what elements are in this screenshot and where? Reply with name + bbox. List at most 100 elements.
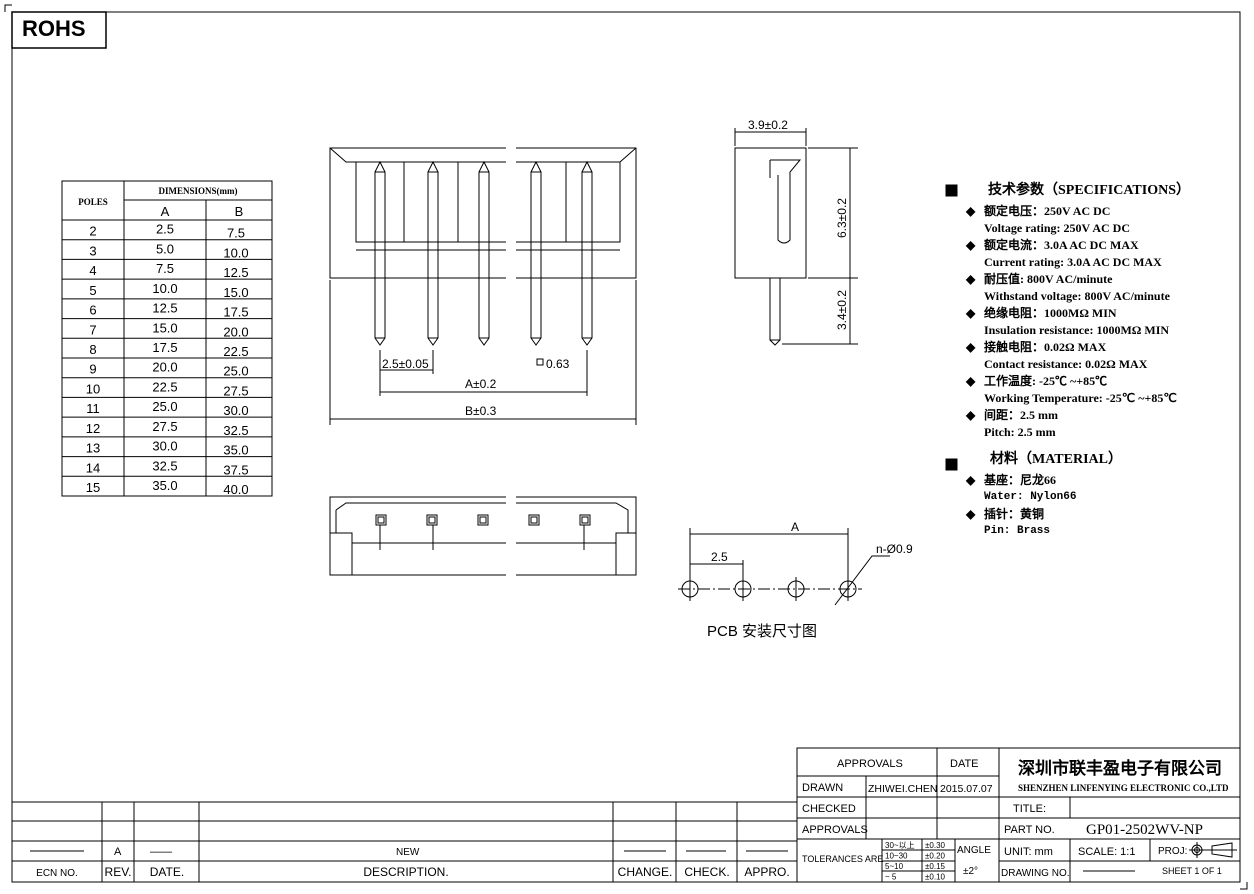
dim-b-cell: 25.0	[223, 364, 248, 379]
date-header: DATE	[950, 758, 979, 770]
pcb-pitch-label: 2.5	[711, 550, 728, 564]
sheet-label: SHEET 1 OF 1	[1162, 866, 1222, 876]
poles-cell: 3	[89, 243, 96, 258]
sheet-border	[11, 11, 1241, 883]
part-no-label: PART NO.	[1004, 824, 1055, 836]
revision-rev: A	[114, 846, 122, 858]
spec-cn: 额定电压：250V AC DC	[984, 204, 1111, 218]
poles-cell: 12	[86, 421, 100, 436]
dim-a-cell: 5.0	[156, 241, 174, 256]
pin	[581, 160, 593, 346]
spec-en: Water: Nylon66	[984, 491, 1077, 503]
diamond-icon: ◆	[966, 408, 976, 422]
spec-en: Pitch: 2.5 mm	[984, 425, 1056, 439]
hole-dia-label: n-Ø0.9	[876, 542, 913, 556]
pcb-layout-label: PCB 安装尺寸图	[707, 623, 817, 640]
angle-value: ±2°	[963, 866, 978, 877]
dim-a-cell: 22.5	[152, 379, 177, 394]
spec-item: ◆ 接触电阻：0.02Ω MAX	[966, 339, 1190, 356]
pin	[374, 160, 386, 346]
material-title: 材料（MATERIAL）	[990, 452, 1122, 467]
dim-a-cell: 35.0	[152, 478, 177, 493]
spec-section-marker	[945, 184, 958, 197]
dim-b-label: B±0.3	[465, 404, 497, 418]
projection-label: PROJ:	[1158, 846, 1187, 857]
revision-header: DATE.	[150, 865, 184, 879]
drawn-by: ZHIWEI.CHEN	[868, 783, 937, 795]
pin	[427, 160, 439, 346]
drawing-no-label: DRAWING NO.	[1001, 868, 1070, 879]
spec-cn: 工作温度: -25℃ ~+85℃	[984, 374, 1108, 388]
spec-cn: 耐压值: 800V AC/minute	[984, 272, 1113, 286]
dim-a-label: A±0.2	[465, 377, 497, 391]
dim-b-cell: 17.5	[223, 305, 248, 320]
part-no-value: GP01-2502WV-NP	[1086, 822, 1203, 838]
dim-b-cell: 35.0	[223, 443, 248, 458]
unit-label: UNIT: mm	[1004, 846, 1053, 858]
revision-header: APPRO.	[744, 865, 789, 879]
tolerance-value: ±0.30	[925, 841, 946, 850]
spec-item: ◆间距：2.5 mm	[966, 407, 1190, 424]
drawn-date: 2015.07.07	[940, 783, 993, 795]
dim-b-cell: 30.0	[223, 403, 248, 418]
drawn-label: DRAWN	[802, 782, 843, 794]
revision-header: DESCRIPTION.	[363, 865, 448, 879]
approvals-label: APPROVALS	[802, 824, 868, 836]
spec-en: Current rating: 3.0A AC DC MAX	[984, 255, 1162, 269]
dim-a-cell: 7.5	[156, 261, 174, 276]
poles-cell: 10	[86, 381, 100, 396]
company-name-cn: 深圳市联丰盈电子有限公司	[1018, 758, 1222, 778]
poles-cell: 5	[89, 283, 96, 298]
dim-a-cell: 32.5	[152, 458, 177, 473]
dimension-table-grid	[61, 180, 273, 497]
height-dim-label: 6.3±0.2	[835, 198, 849, 238]
diamond-icon: ◆	[966, 306, 976, 320]
spec-en: Insulation resistance: 1000MΩ MIN	[984, 323, 1170, 337]
spec-item: ◆ 工作温度: -25℃ ~+85℃	[966, 373, 1190, 390]
revision-description: NEW	[396, 847, 420, 858]
spec-en: Working Temperature: -25℃ ~+85℃	[984, 391, 1177, 405]
tolerance-range: 10~30	[885, 852, 908, 861]
dim-a-cell: 15.0	[152, 320, 177, 335]
angle-label: ANGLE	[957, 845, 991, 856]
material-section-marker	[945, 458, 958, 471]
front-view	[329, 147, 637, 425]
spec-en: Contact resistance: 0.02Ω MAX	[984, 357, 1148, 371]
poles-cell: 7	[89, 322, 96, 337]
tolerance-range: ~ 5	[885, 873, 897, 882]
tolerance-value: ±0.15	[925, 862, 946, 871]
revision-header: CHECK.	[684, 865, 729, 879]
dim-a-cell: 20.0	[152, 360, 177, 375]
dim-b-cell: 7.5	[227, 226, 245, 241]
pitch-dim-label: 2.5±0.05	[382, 357, 429, 371]
dim-b-cell: 20.0	[223, 324, 248, 339]
diamond-icon: ◆	[966, 473, 976, 487]
diamond-icon: ◆	[966, 272, 976, 286]
pcb-a-label: A	[791, 520, 799, 534]
approvals-header: APPROVALS	[837, 758, 903, 770]
title-label: TITLE:	[1013, 803, 1046, 815]
poles-cell: 14	[86, 460, 100, 475]
spec-title: 技术参数（SPECIFICATIONS）	[988, 183, 1190, 198]
tolerance-range: 30~以上	[885, 841, 915, 850]
dim-b-cell: 22.5	[223, 344, 248, 359]
dim-a-cell: 27.5	[152, 419, 177, 434]
spec-item: ◆额定电流：3.0A AC DC MAX	[966, 237, 1190, 254]
poles-header: POLES	[78, 197, 108, 207]
rohs-label: ROHS	[22, 16, 86, 41]
dim-b-cell: 32.5	[223, 423, 248, 438]
revision-header: REV.	[105, 865, 132, 879]
spec-cn: 接触电阻：0.02Ω MAX	[984, 340, 1107, 354]
dim-a-cell: 30.0	[152, 439, 177, 454]
diamond-icon: ◆	[966, 374, 976, 388]
pin	[478, 160, 490, 346]
revision-header: CHANGE.	[618, 865, 673, 879]
col-b-header: B	[235, 204, 244, 219]
spec-item: ◆插针：黄铜	[966, 506, 1190, 523]
bottom-view	[329, 496, 637, 576]
diamond-icon: ◆	[966, 340, 976, 354]
pcb-layout	[678, 528, 890, 606]
scale-label: SCALE: 1:1	[1078, 846, 1135, 858]
dim-b-cell: 10.0	[223, 245, 248, 260]
